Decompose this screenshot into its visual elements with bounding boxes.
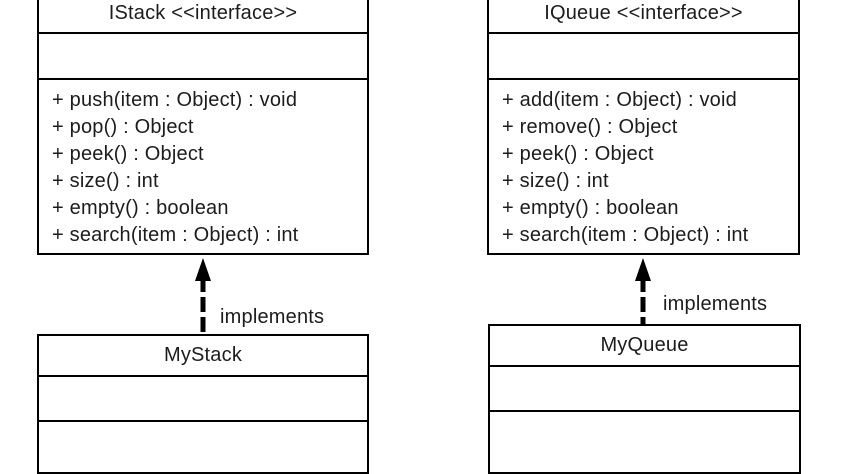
method-item: + search(item : Object) : int (52, 224, 299, 246)
attributes-compartment-istack (39, 34, 367, 80)
methods-compartment-myqueue (490, 412, 799, 472)
attributes-compartment-iqueue (489, 34, 798, 80)
implements-arrow-left (195, 258, 211, 334)
method-item: + empty() : boolean (502, 197, 679, 219)
method-item: + peek() : Object (52, 143, 204, 165)
implements-label-left: implements (220, 306, 325, 328)
arrowhead-up-icon (195, 258, 211, 281)
interface-box-istack: IStack <<interface>> + push(item : Objec… (37, 0, 369, 255)
interface-title-iqueue: IQueue <<interface>> (489, 0, 798, 34)
attributes-compartment-myqueue (490, 367, 799, 412)
interface-title-istack: IStack <<interface>> (39, 0, 367, 34)
class-title-mystack: MyStack (39, 336, 367, 377)
uml-diagram-canvas: IStack <<interface>> + push(item : Objec… (37, 0, 801, 474)
method-item: + peek() : Object (502, 143, 654, 165)
class-box-myqueue: MyQueue (488, 324, 801, 474)
methods-compartment-istack: + push(item : Object) : void + pop() : Ob… (39, 80, 367, 253)
method-item: + search(item : Object) : int (502, 224, 749, 246)
implements-label-right: implements (663, 293, 768, 315)
interface-box-iqueue: IQueue <<interface>> + add(item : Object… (487, 0, 800, 255)
method-item: + empty() : boolean (52, 197, 229, 219)
methods-compartment-iqueue: + add(item : Object) : void + remove() : … (489, 80, 798, 253)
implements-arrow-right (635, 258, 651, 324)
arrowhead-up-icon (635, 258, 651, 281)
method-item: + add(item : Object) : void (502, 89, 737, 111)
method-item: + remove() : Object (502, 116, 678, 138)
method-item: + size() : int (52, 170, 159, 192)
method-item: + size() : int (502, 170, 609, 192)
class-box-mystack: MyStack (37, 334, 369, 474)
method-item: + push(item : Object) : void (52, 89, 298, 111)
class-title-myqueue: MyQueue (490, 326, 799, 367)
method-item: + pop() : Object (52, 116, 194, 138)
methods-compartment-mystack (39, 422, 367, 472)
attributes-compartment-mystack (39, 377, 367, 422)
